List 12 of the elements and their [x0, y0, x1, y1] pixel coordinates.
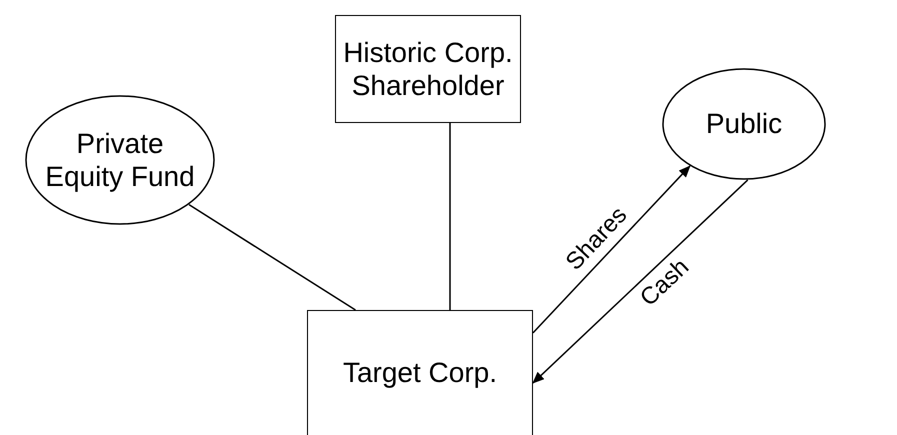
node-label: Target Corp.	[342, 356, 498, 390]
rectangle-node	[307, 310, 533, 435]
node-label: Private Equity Fund	[45, 126, 195, 194]
arrow	[532, 179, 748, 384]
rectangle-node	[335, 15, 521, 123]
ellipse-node	[25, 95, 215, 225]
arrow	[532, 165, 691, 334]
node-label: Public	[706, 107, 782, 141]
node-label: Historic Corp. Shareholder	[342, 36, 514, 102]
connector-line	[449, 123, 451, 310]
ellipse-node	[662, 68, 826, 180]
connector-line	[188, 204, 356, 311]
